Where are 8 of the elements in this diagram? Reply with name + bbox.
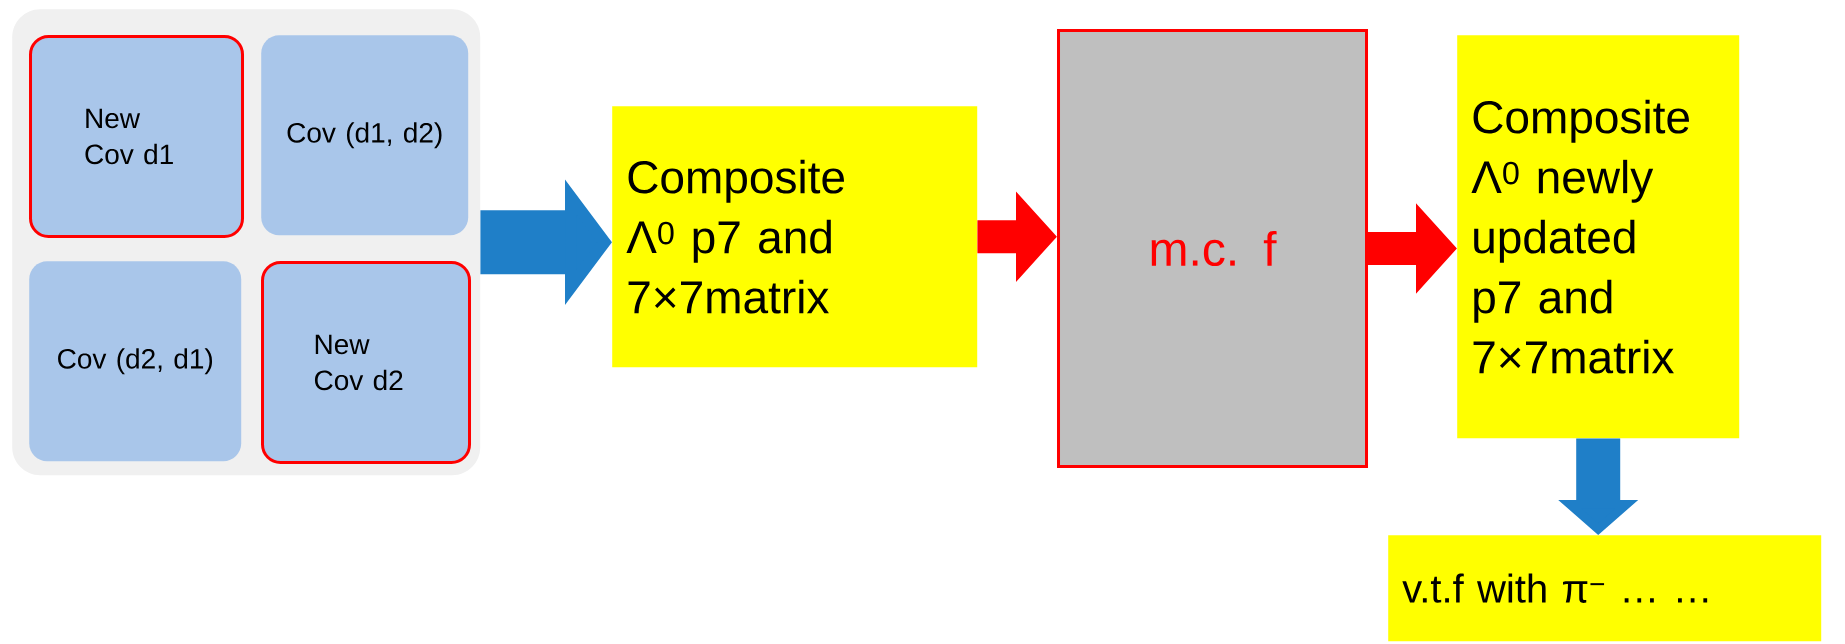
matrix-block: Cov (d2, d1) <box>29 261 242 462</box>
matrix-block: Cov (d1, d2) <box>261 35 469 236</box>
matrix-block: New Cov d1 <box>29 35 244 238</box>
text-box: Composite Λ$^{0}$ p7 and 7×7matrix <box>612 106 978 368</box>
process-box: m.c. f <box>1057 29 1368 468</box>
matrix-block: New Cov d2 <box>261 261 471 464</box>
text-box: Composite Λ$^{0}$ newly updated p7 and 7×7matrix <box>1457 35 1740 439</box>
text-box: v.t.f with π$^{−}$ … … <box>1388 535 1822 642</box>
